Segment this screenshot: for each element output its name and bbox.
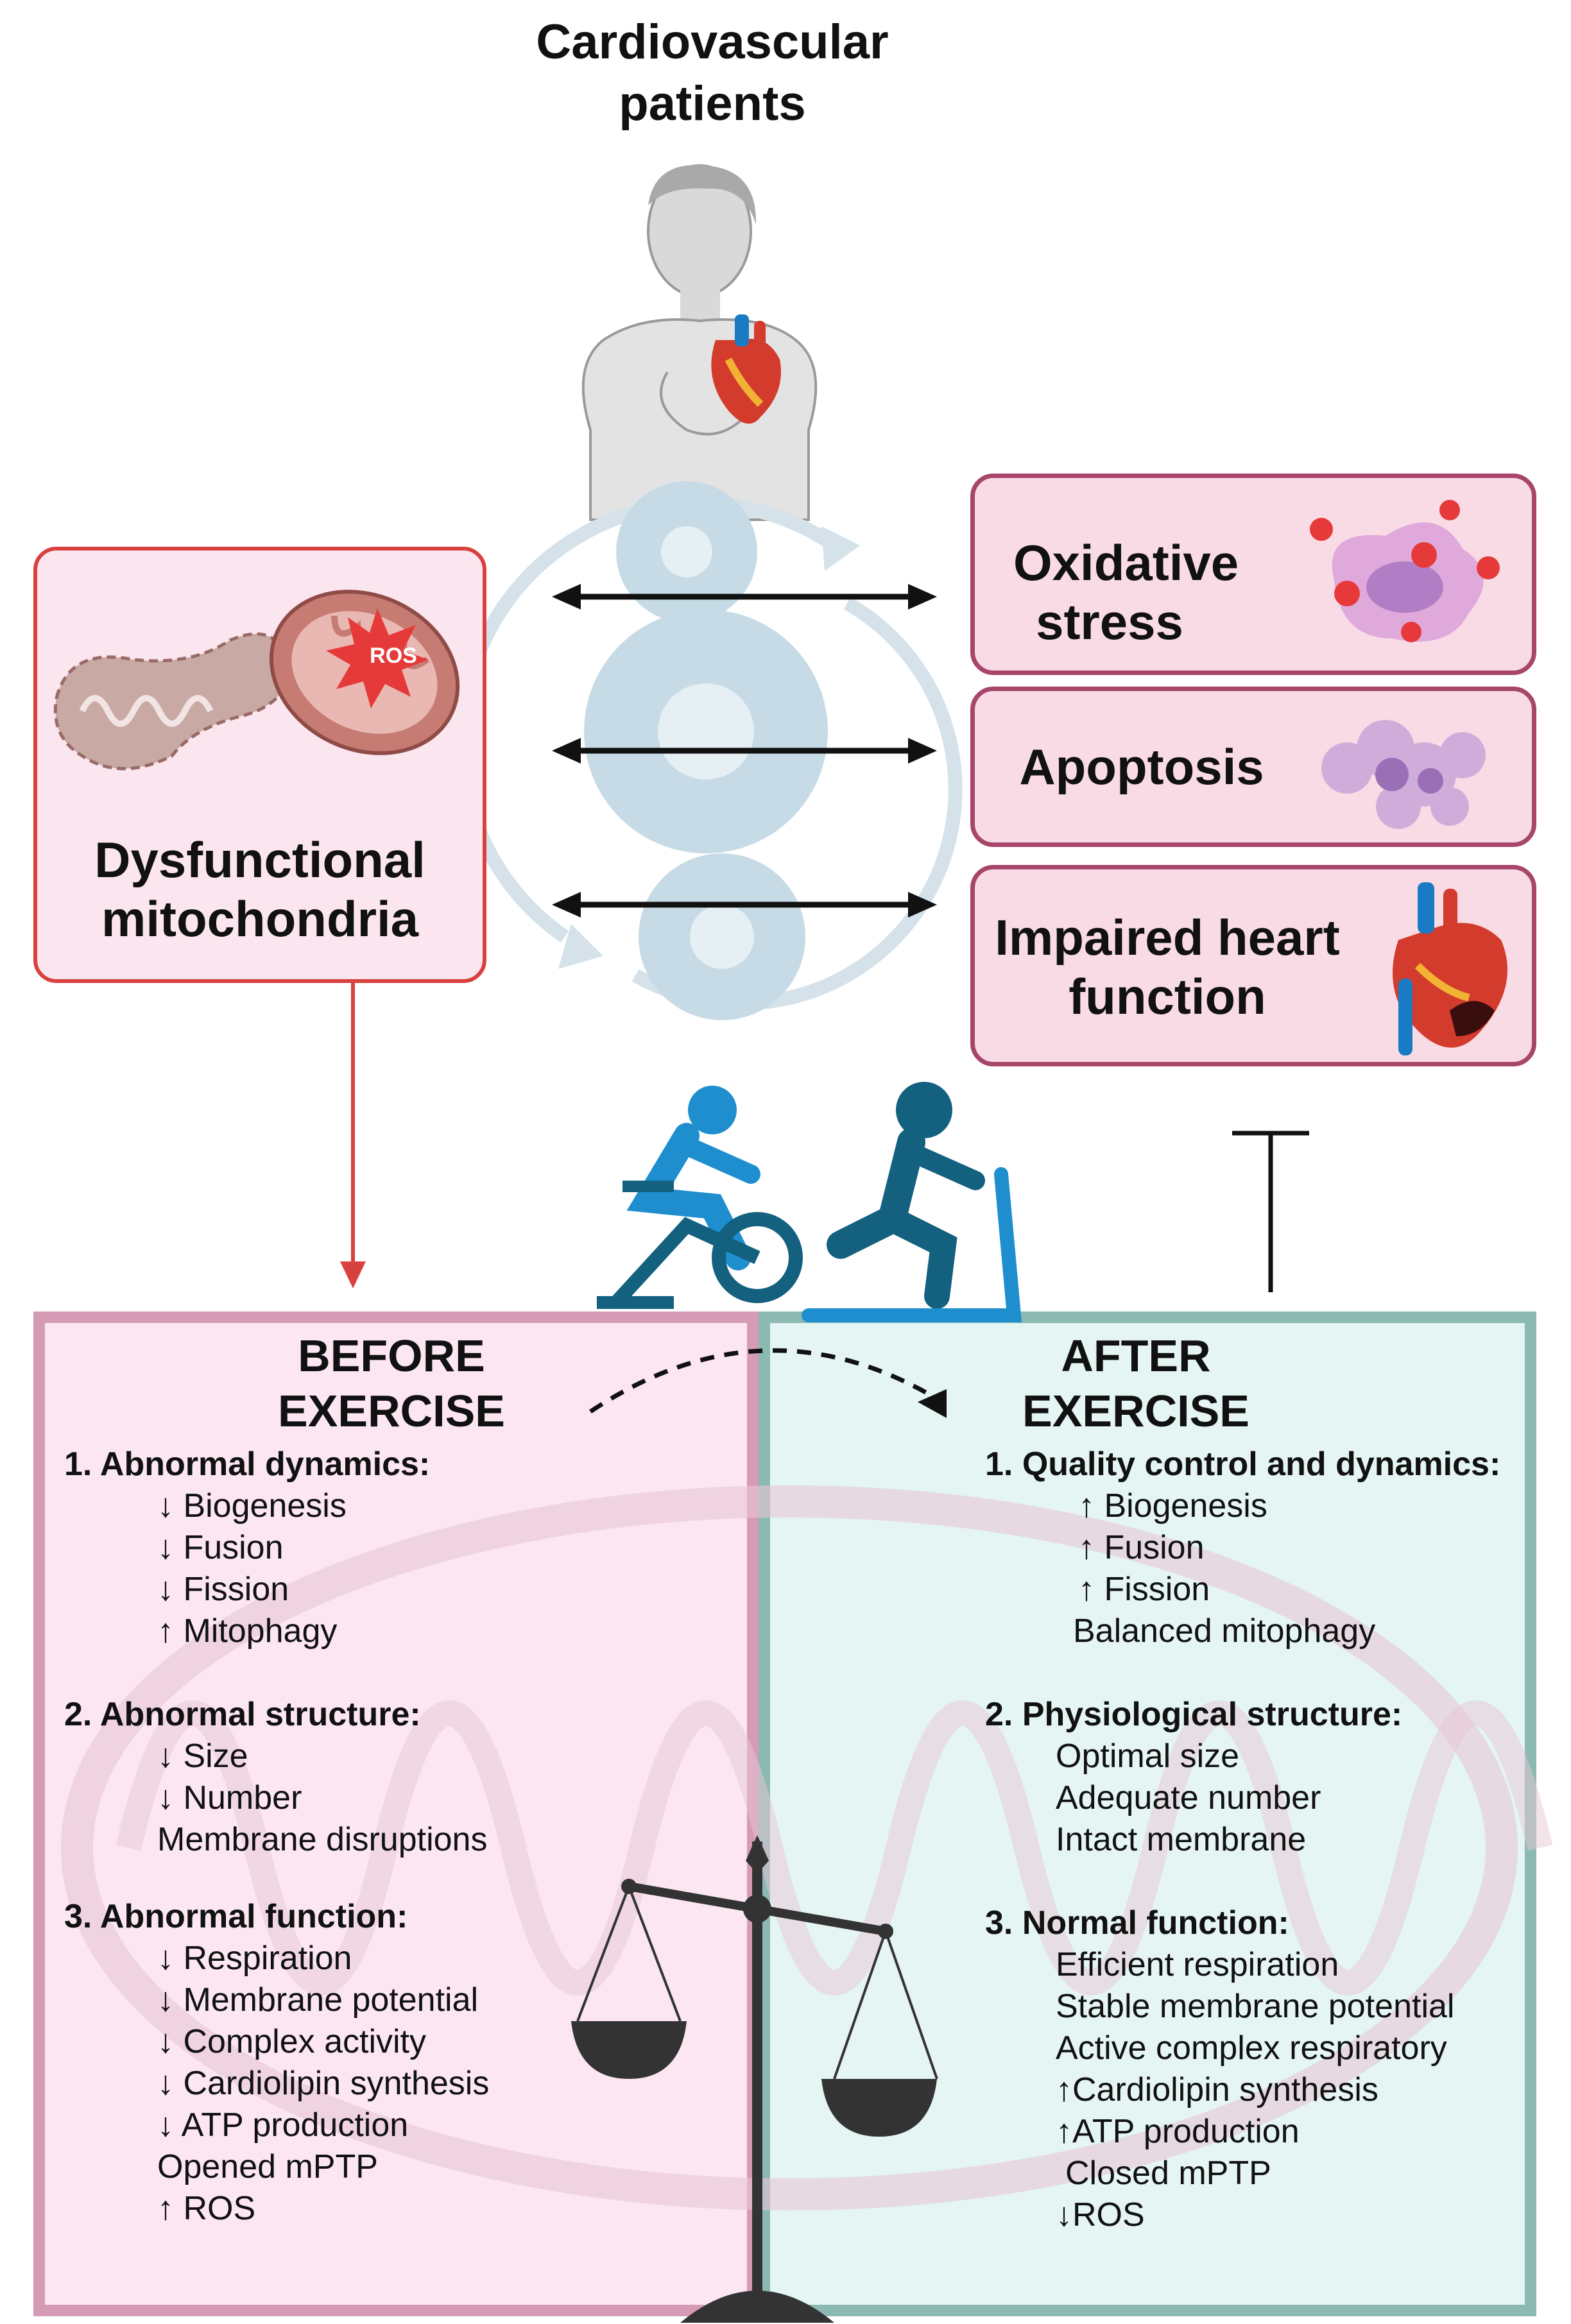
balance-scale-icon: [571, 1835, 938, 2323]
cycling-exercise-icon: [597, 1086, 803, 1309]
after-section-title: 1. Quality control and dynamics:: [985, 1446, 1501, 1483]
outcome-label: Oxidative stress: [1013, 534, 1239, 650]
outcome-label: Apoptosis: [1019, 739, 1264, 795]
before-item: ↓ Membrane potential: [157, 1981, 479, 2019]
after-section-title: 2. Physiological structure:: [985, 1696, 1403, 1733]
after-heading: AFTER EXERCISE: [1022, 1331, 1249, 1436]
before-item: ↓ ATP production: [157, 2106, 409, 2144]
before-item: ↓ Size: [157, 1738, 248, 1775]
figure-title: Cardiovascular patients: [536, 15, 889, 131]
after-item: Stable membrane potential: [1056, 1988, 1455, 2025]
after-item: ↑ Biogenesis: [1078, 1487, 1267, 1525]
before-section-title: 2. Abnormal structure:: [64, 1696, 421, 1733]
after-item: Active complex respiratory: [1056, 2029, 1447, 2067]
background-mitochondrion-icon: [61, 1485, 1553, 2210]
before-item: ↑ ROS: [157, 2190, 256, 2227]
after-item: Balanced mitophagy: [1073, 1612, 1376, 1650]
after-item: Adequate number: [1056, 1779, 1321, 1816]
before-section-title: 1. Abnormal dynamics:: [64, 1446, 431, 1483]
before-item: ↓ Fusion: [157, 1529, 284, 1566]
treadmill-running-icon: [802, 1082, 1022, 1322]
heart-icon: [711, 314, 781, 424]
after-item: Intact membrane: [1056, 1821, 1307, 1858]
after-item: ↑Cardiolipin synthesis: [1056, 2071, 1378, 2108]
inhibition-bar: [1232, 1131, 1309, 1292]
after-item: Efficient respiration: [1056, 1946, 1339, 1983]
before-item: ↓ Number: [157, 1779, 302, 1816]
apoptotic-cell-icon: [1321, 720, 1486, 829]
outcome-card-impaired-heart: Impaired heart function: [970, 865, 1536, 1066]
before-item: Opened mPTP: [157, 2148, 378, 2185]
before-section-title: 3. Abnormal function:: [64, 1898, 408, 1935]
dysfunctional-mitochondria-card: ROS Dysfunctional mitochondria: [33, 547, 486, 983]
oxidative-stress-cell-icon: [1310, 500, 1500, 642]
before-item: ↓ Fission: [157, 1571, 289, 1608]
after-item: Closed mPTP: [1065, 2155, 1271, 2192]
damaged-mitochondria-icon: [53, 590, 460, 771]
outcome-card-apoptosis: Apoptosis: [970, 687, 1536, 847]
before-item: ↓ Cardiolipin synthesis: [157, 2065, 490, 2102]
gear-cycle-icon: [454, 481, 963, 1020]
before-item: ↓ Complex activity: [157, 2023, 426, 2060]
double-arrows: [552, 584, 937, 918]
before-heading: BEFORE EXERCISE: [278, 1331, 505, 1436]
before-item: ↑ Mitophagy: [157, 1612, 338, 1650]
after-section-title: 3. Normal function:: [985, 1904, 1289, 1942]
before-item: Membrane disruptions: [157, 1821, 488, 1858]
dashed-transition-arrow: [589, 1348, 947, 1418]
damaged-heart-icon: [1393, 882, 1507, 1055]
red-arrow-down: [340, 982, 366, 1288]
after-item: ↓ROS: [1056, 2196, 1145, 2234]
after-item: ↑ Fission: [1078, 1571, 1210, 1608]
after-item: ↑ATP production: [1056, 2113, 1300, 2150]
before-item: ↓ Respiration: [157, 1940, 352, 1977]
ros-badge: ROS: [370, 644, 417, 668]
after-item: Optimal size: [1056, 1738, 1240, 1775]
outcome-label: Impaired heart function: [995, 909, 1340, 1025]
after-item: ↑ Fusion: [1078, 1529, 1205, 1566]
outcome-card-oxidative-stress: Oxidative stress: [970, 474, 1536, 675]
dysfunctional-mitochondria-label: Dysfunctional mitochondria: [94, 832, 425, 947]
before-item: ↓ Biogenesis: [157, 1487, 347, 1525]
